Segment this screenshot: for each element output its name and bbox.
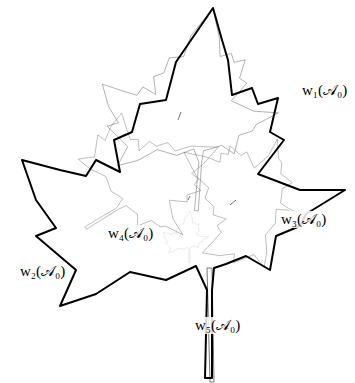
copy-w4: [163, 211, 208, 263]
copy-w2: [44, 79, 248, 276]
transform-label: w₂(𝒜₀): [18, 263, 67, 280]
transform-label: w₄(𝒜₀): [106, 225, 155, 242]
small-marks: [178, 112, 236, 205]
leaf-outline: [22, 8, 345, 378]
transformed-copies: [44, 1, 347, 382]
transform-label: w₁(𝒜₀): [300, 82, 349, 99]
copy-w1: [94, 1, 285, 216]
transform-label: w₃(𝒜₀): [279, 211, 328, 228]
copy-w3: [146, 103, 347, 296]
transform-label: w₅(𝒜₀): [193, 317, 242, 334]
